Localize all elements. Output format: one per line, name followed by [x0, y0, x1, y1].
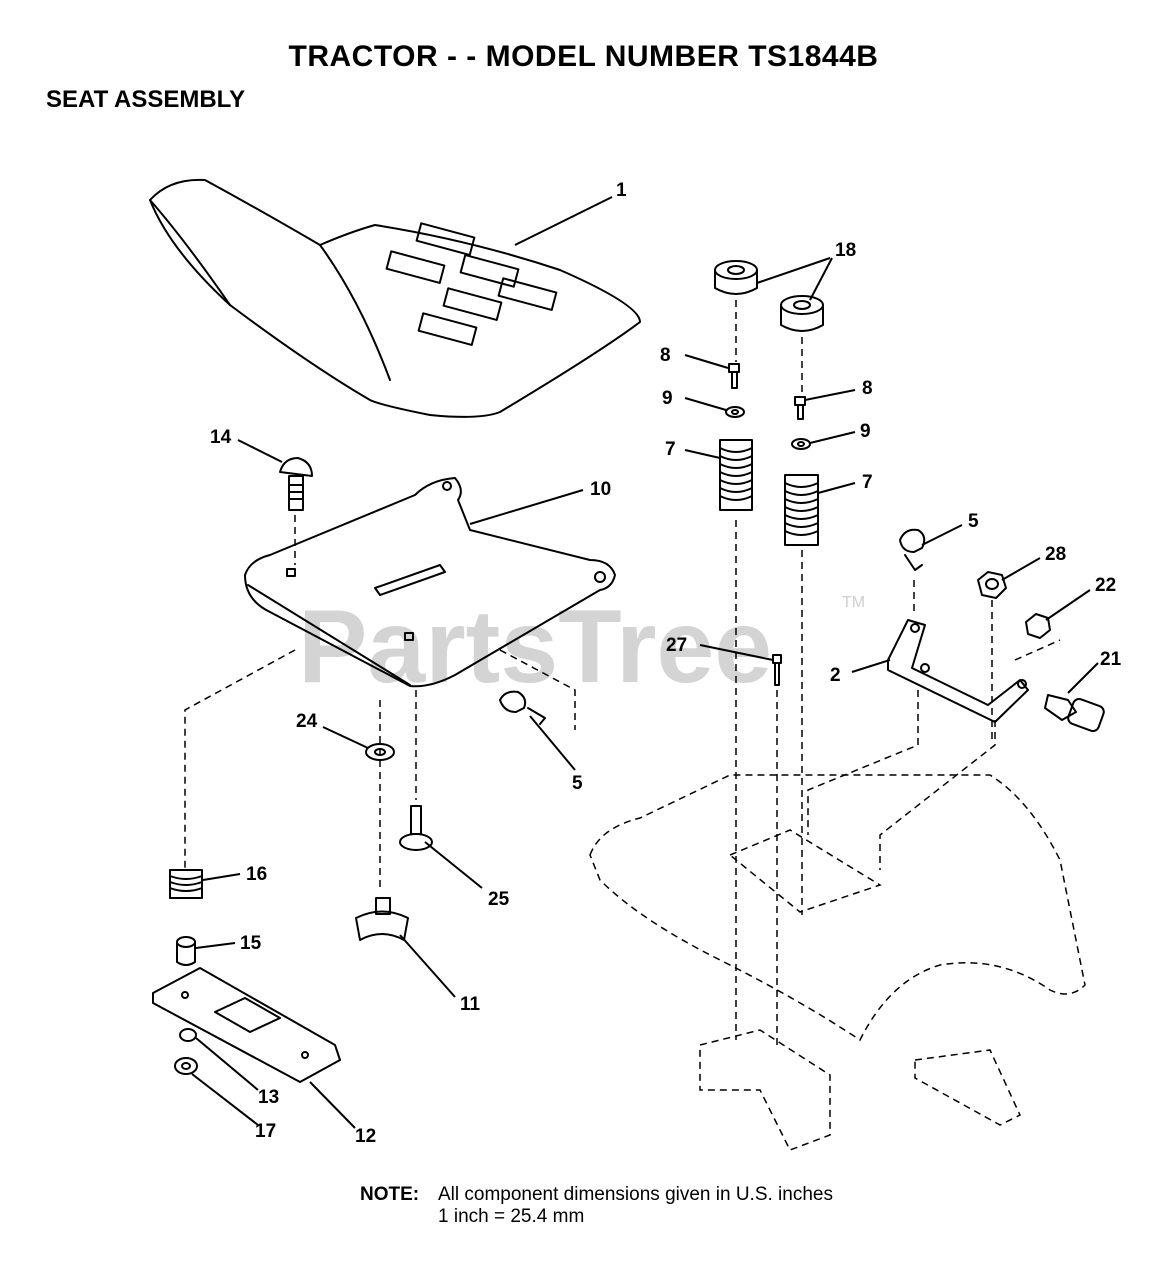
frame-lower-left: [699, 1029, 831, 1151]
callout-8b: 8: [862, 378, 873, 399]
leader-24: [322, 726, 369, 749]
pin: [772, 654, 782, 686]
knob: [355, 897, 409, 941]
clip-upper: [899, 528, 926, 571]
leader-17: [191, 1073, 259, 1126]
callout-12: 12: [355, 1126, 376, 1147]
leader-21: [1067, 662, 1099, 694]
leader-22: [1045, 589, 1091, 621]
callout-11: 11: [460, 994, 481, 1015]
callout-13: 13: [258, 1087, 279, 1108]
leader-11: [399, 934, 456, 998]
leader-2: [851, 659, 891, 673]
callout-5a: 5: [968, 511, 979, 532]
leader-1: [514, 196, 613, 246]
callout-7a: 7: [665, 439, 676, 460]
callout-21: 21: [1100, 649, 1122, 670]
bumper-spring: [169, 869, 203, 899]
leader-28: [1001, 557, 1041, 581]
leader-5b: [529, 715, 576, 771]
callout-14: 14: [210, 427, 232, 448]
leader-27: [699, 644, 774, 661]
callout-16: 16: [246, 864, 267, 885]
callout-7b: 7: [862, 472, 873, 493]
seat: [149, 178, 641, 418]
hex-nut: [1025, 613, 1051, 639]
leader-14: [237, 439, 283, 463]
leader-15: [195, 942, 236, 949]
spring-left: [719, 439, 753, 511]
carriage-bolt: [279, 457, 313, 511]
watermark-tm: TM: [842, 594, 865, 611]
nut-13: [179, 1028, 197, 1042]
note-line-1: All component dimensions given in U.S. i…: [438, 1184, 833, 1205]
note-label: NOTE:: [360, 1184, 420, 1205]
callout-8a: 8: [660, 345, 671, 366]
callout-25: 25: [488, 889, 510, 910]
callout-27: 27: [666, 635, 687, 656]
frame-lower-right: [914, 1049, 1021, 1126]
callout-15: 15: [240, 933, 262, 954]
clip-lower: [499, 690, 546, 725]
washer-17: [174, 1057, 198, 1075]
callouts: 1 18 8 8 9 9 7 7 14 10 5 28 22 27 2 21 2…: [210, 180, 1122, 1147]
shoulder-bolt: [1044, 694, 1105, 732]
guide-lines: [184, 300, 1061, 1050]
callout-2: 2: [830, 665, 841, 686]
spacer: [176, 936, 196, 966]
bushing-right: [780, 295, 824, 332]
leader-9a: [684, 397, 727, 411]
leader-5a: [921, 524, 963, 546]
flange-bolt: [399, 805, 433, 851]
callout-24: 24: [296, 711, 318, 732]
washer-left: [725, 406, 745, 418]
note-line-2: 1 inch = 25.4 mm: [438, 1206, 585, 1227]
frame-deck: [728, 829, 882, 913]
leader-12: [309, 1081, 356, 1129]
seat-bracket: [887, 619, 1029, 723]
callout-1: 1: [616, 180, 627, 201]
bolt-right: [794, 396, 806, 420]
leader-13: [195, 1037, 259, 1091]
callout-18: 18: [835, 240, 856, 261]
leader-18a: [756, 257, 831, 284]
callout-9b: 9: [860, 421, 871, 442]
leader-8b: [804, 389, 856, 401]
leader-8a: [684, 354, 729, 369]
leader-7a: [684, 449, 721, 459]
seat-pan: [244, 477, 616, 688]
leader-7b: [817, 482, 856, 494]
callout-5b: 5: [572, 773, 583, 794]
dimension-note: NOTE: All component dimensions given in U…: [360, 1184, 833, 1228]
callout-9a: 9: [662, 388, 673, 409]
section-title: SEAT ASSEMBLY: [46, 86, 246, 113]
leader-9b: [809, 431, 856, 444]
watermark: PartsTree: [298, 589, 772, 705]
page-title: TRACTOR - - MODEL NUMBER TS1844B: [288, 40, 879, 73]
slide-plate: [152, 967, 341, 1083]
leader-18b: [809, 257, 833, 301]
leader-25: [424, 841, 483, 889]
spring-right: [784, 474, 819, 546]
leader-10: [469, 489, 584, 525]
bushing-left: [714, 260, 758, 295]
callout-22: 22: [1095, 575, 1116, 596]
lock-nut: [977, 571, 1007, 599]
fender-outline: [589, 774, 1086, 1042]
callout-28: 28: [1045, 544, 1066, 565]
callout-17: 17: [255, 1121, 276, 1142]
leader-16: [202, 873, 241, 881]
washer-right: [791, 438, 811, 450]
callout-10: 10: [590, 479, 611, 500]
bolt-left: [728, 363, 740, 389]
